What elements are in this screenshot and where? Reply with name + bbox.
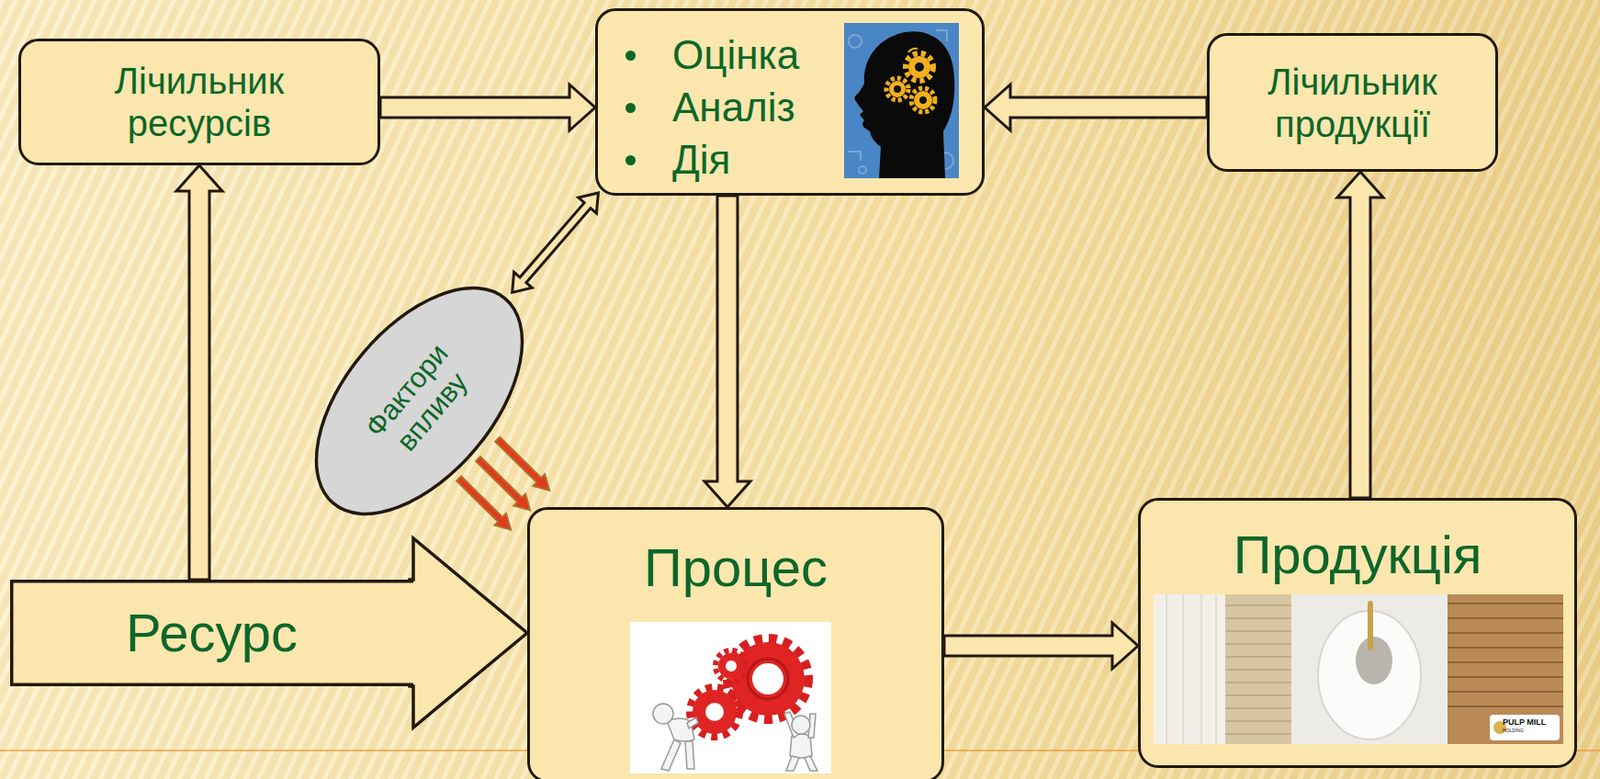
node-text: Процес	[643, 537, 828, 599]
arrow-body-fill	[10, 579, 414, 687]
gear	[911, 88, 936, 113]
cardboard-lines	[1225, 605, 1292, 734]
resource-arrow: Ресурс	[10, 579, 414, 687]
toilet-roll-panel	[1291, 594, 1448, 744]
connector	[176, 165, 223, 580]
logo-text: PULP MILL	[1502, 718, 1546, 727]
influence-arrow	[456, 476, 511, 530]
bullet-row: Оцінка	[625, 29, 800, 82]
corrugated-panel	[1447, 594, 1564, 744]
gears-illustration	[630, 621, 832, 774]
corrugated-lines	[1447, 603, 1564, 707]
block-arrow	[380, 84, 596, 131]
products-photo	[1153, 594, 1564, 744]
node-text: Лічильник продукції	[1228, 60, 1477, 146]
bullet-dot	[625, 50, 636, 61]
connector	[984, 84, 1207, 131]
logo-badge	[1489, 714, 1560, 741]
bullet-dot	[625, 155, 636, 166]
block-arrow	[984, 84, 1207, 131]
bullet-text: Оцінка	[672, 32, 800, 79]
node-text: Лічильник ресурсів	[70, 59, 328, 145]
node-text: Ресурс	[125, 602, 298, 665]
connector	[512, 192, 599, 293]
process-box: Процес	[527, 507, 945, 779]
head-silhouette	[855, 31, 956, 179]
logo-text: HOLDING	[1502, 728, 1524, 733]
block-arrow	[944, 622, 1139, 669]
cardboard-stack	[1225, 594, 1292, 744]
connector	[409, 538, 528, 728]
head-background	[844, 22, 959, 179]
block-arrow	[1337, 171, 1384, 498]
factors-ellipse: Фактори впливу	[273, 247, 564, 553]
head-illustration	[844, 22, 959, 179]
block-arrow	[176, 165, 223, 580]
small-gear	[715, 650, 747, 682]
bullet-row: Дія	[625, 134, 800, 187]
roll-holder	[1367, 603, 1374, 648]
bullet-row: Аналіз	[625, 81, 800, 135]
arrow-body-border	[11, 581, 414, 686]
bullet-text: Дія	[672, 136, 731, 184]
resource-arrowhead	[409, 538, 528, 728]
node-text: Продукція	[1233, 524, 1483, 586]
connector	[1337, 171, 1384, 498]
bullet-text: Аналіз	[672, 84, 796, 132]
bullet-list: ОцінкаАналізДія	[625, 29, 800, 187]
block-arrow	[704, 195, 751, 508]
medium-gear	[689, 687, 740, 737]
motion-arc	[908, 48, 918, 53]
connector	[704, 195, 751, 508]
counter-box: Лічильник ресурсів	[18, 38, 381, 166]
roll-core	[1355, 636, 1393, 685]
bullet-dot	[625, 102, 636, 113]
product-box: ПродукціяPULP MILLHOLDING	[1138, 497, 1578, 768]
gear	[905, 53, 934, 81]
control-box: ОцінкаАналізДія	[595, 8, 985, 196]
lifting-figure	[784, 711, 818, 771]
fabric-panel	[1153, 594, 1226, 744]
double-arrow	[512, 192, 599, 293]
pushing-figure	[653, 703, 699, 771]
connector	[944, 622, 1139, 669]
big-gear	[727, 638, 809, 720]
gear	[886, 78, 909, 101]
connector	[380, 84, 596, 131]
gears-background	[630, 621, 832, 774]
ellipse-shape	[276, 250, 562, 551]
fabric-folds	[1166, 594, 1217, 744]
counter-box: Лічильник продукції	[1206, 33, 1499, 172]
